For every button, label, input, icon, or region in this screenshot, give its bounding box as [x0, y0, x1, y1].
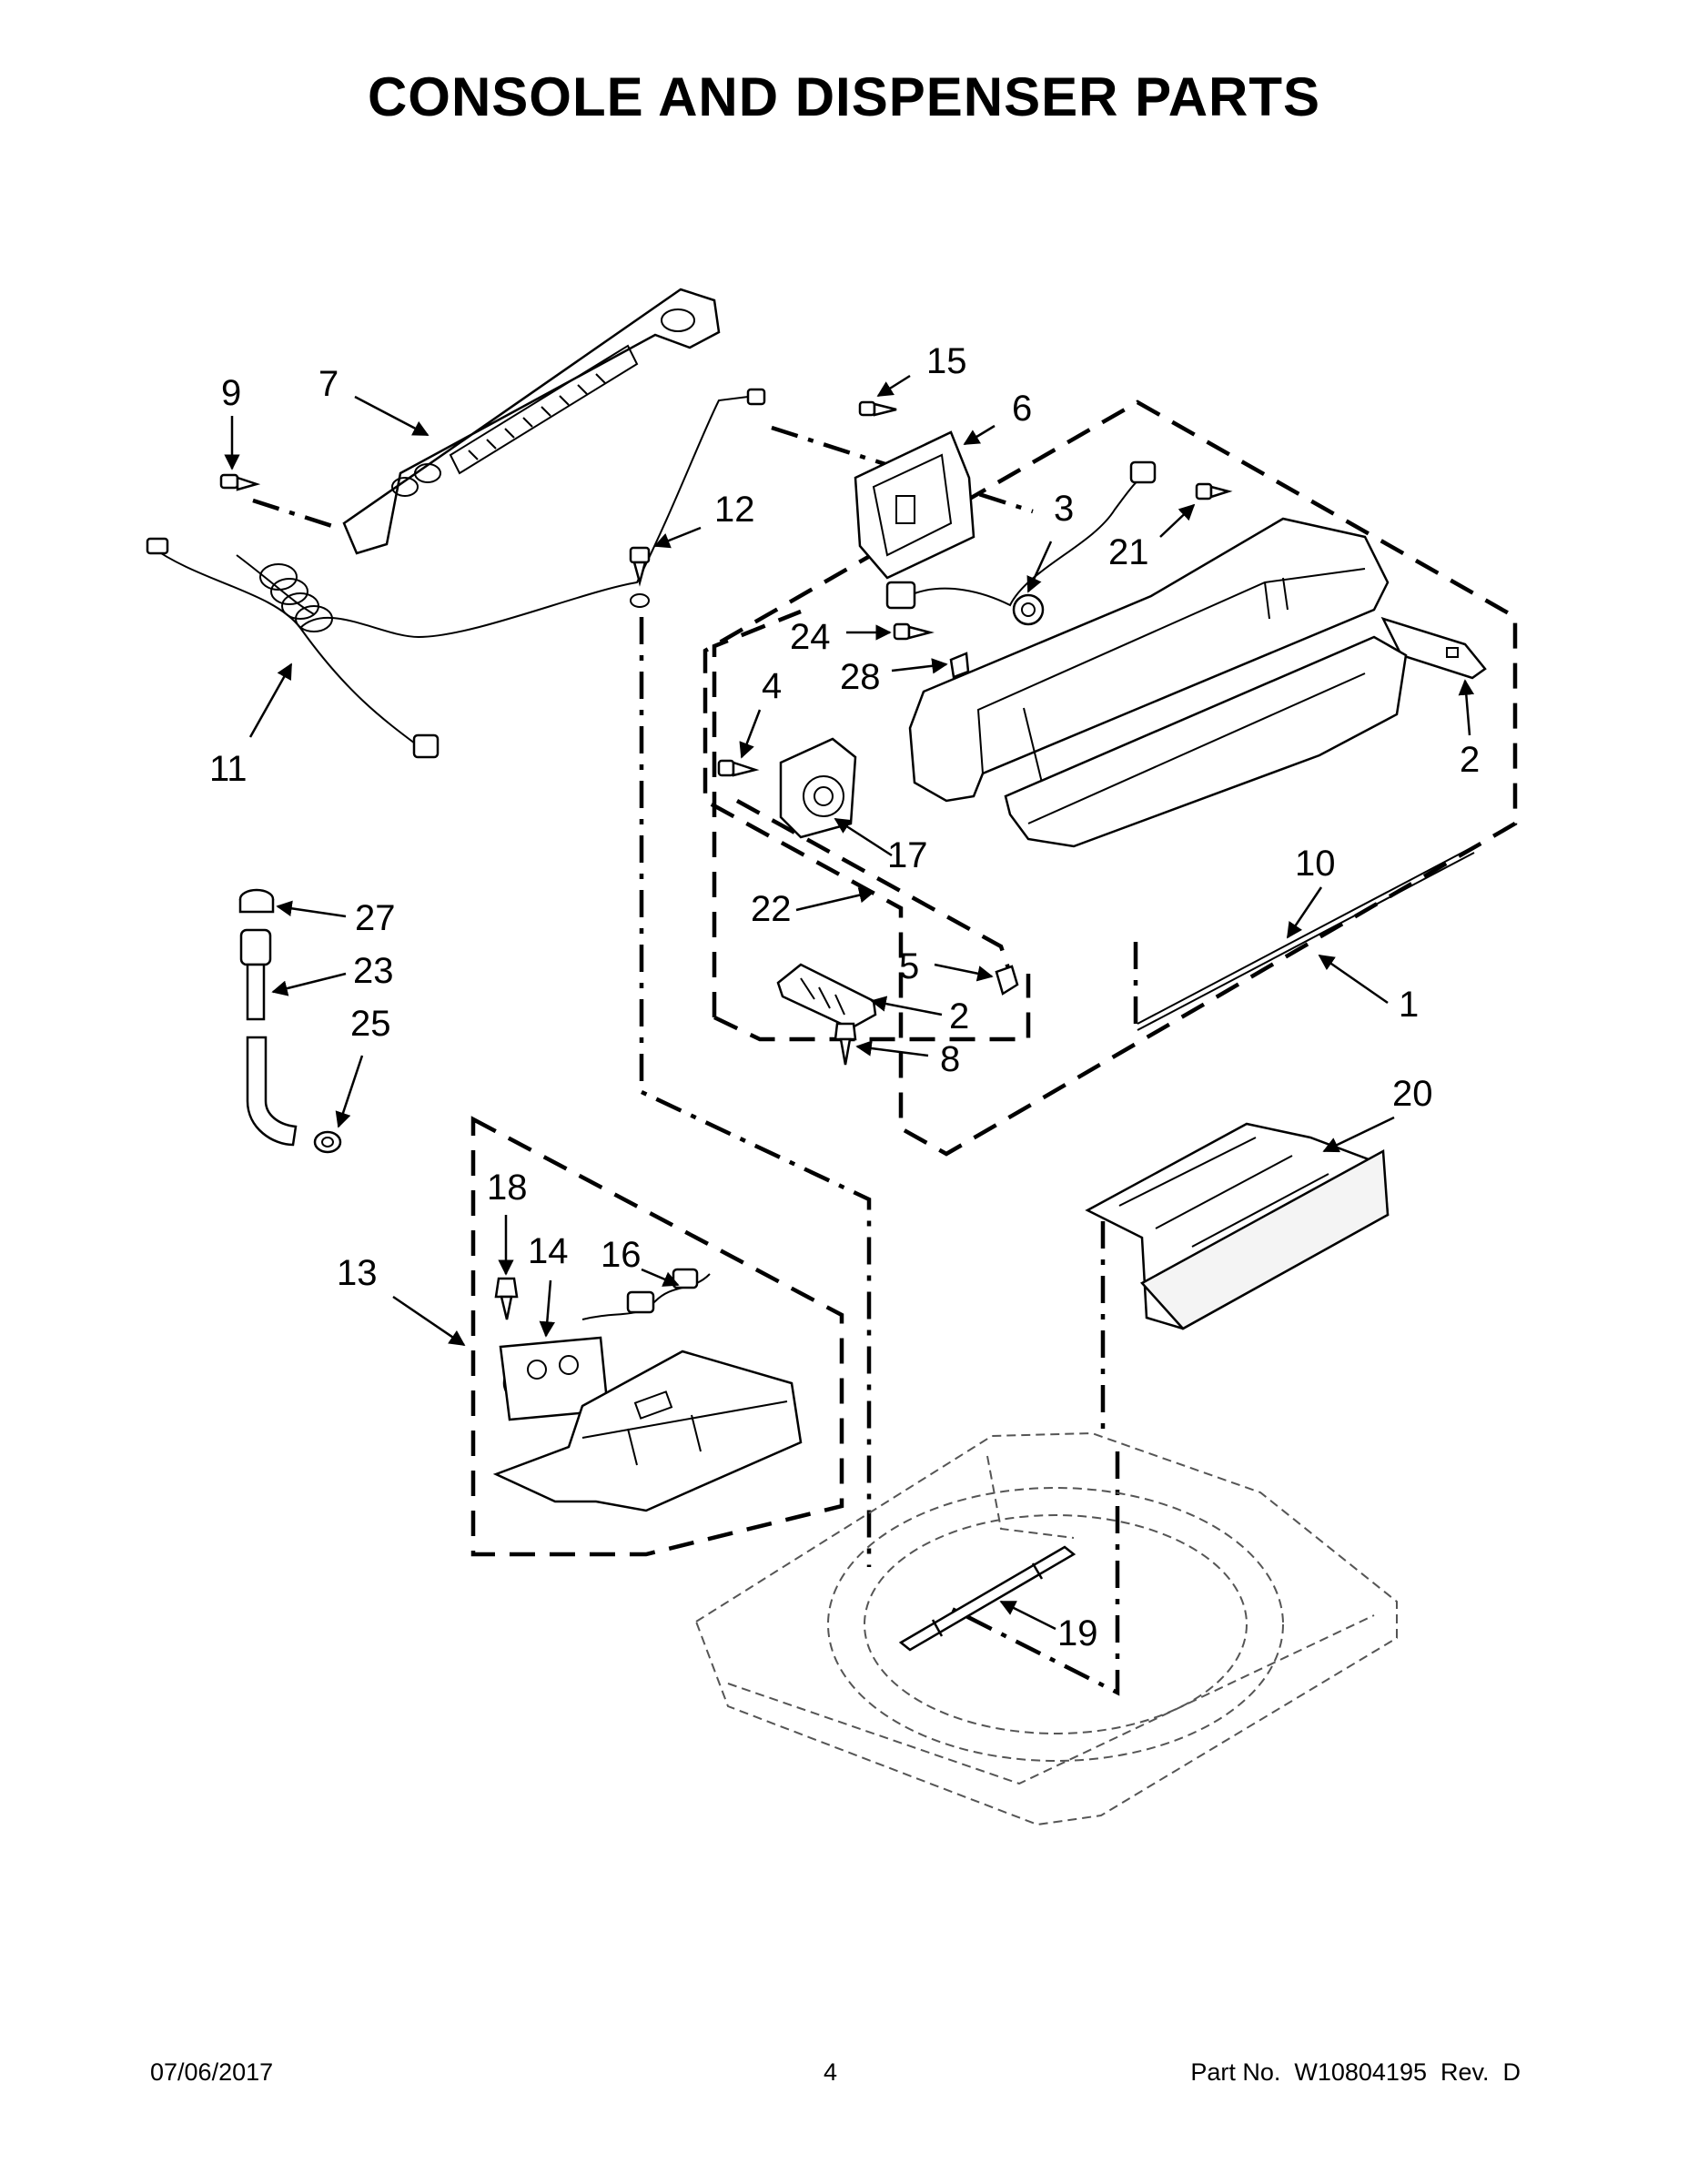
callout-6: 6	[1012, 389, 1032, 429]
callout-20: 20	[1392, 1074, 1433, 1114]
callout-14: 14	[528, 1231, 569, 1271]
callout-23: 23	[353, 951, 394, 991]
callout-27: 27	[355, 898, 396, 938]
part-21-screw	[1195, 482, 1233, 500]
callout-9: 9	[221, 373, 241, 413]
callout-leaders	[224, 374, 1475, 1631]
part-27-filter-screen	[238, 888, 275, 914]
callout-16: 16	[601, 1235, 642, 1275]
part-1-console-frame	[908, 517, 1408, 848]
part-19-bracket	[898, 1545, 1076, 1652]
callout-22: 22	[751, 889, 792, 929]
callout-12: 12	[714, 490, 755, 530]
callout-13: 13	[337, 1253, 378, 1293]
part-7-console-rear-panel	[342, 288, 721, 555]
footer-date: 07/06/2017	[150, 2058, 274, 2086]
callout-10: 10	[1295, 844, 1336, 884]
callout-numbers: 9 7 15 6 12 3 21 24 28 4 2 11 17 27 22 1…	[209, 341, 1480, 1653]
footer-page-number: 4	[824, 2058, 838, 2086]
part-14-inlet-valve	[499, 1336, 610, 1421]
callout-8: 8	[940, 1039, 960, 1079]
part-12-fastener	[629, 546, 651, 608]
part-4-screw	[717, 759, 760, 777]
part-15-screw	[858, 400, 897, 417]
part-9-screw	[219, 473, 261, 491]
part-11-wire-harness	[146, 388, 766, 759]
wire-route-9	[252, 498, 333, 529]
footer-part-number: Part No. W10804195 Rev. D	[1190, 2058, 1521, 2086]
page-title: CONSOLE AND DISPENSER PARTS	[367, 66, 1321, 127]
part-8-screw	[834, 1022, 857, 1066]
wire-route-6	[771, 425, 1034, 514]
mount-route-19	[945, 1451, 1120, 1696]
callout-4: 4	[762, 666, 782, 706]
callout-17: 17	[887, 835, 928, 875]
callout-11: 11	[209, 749, 248, 789]
part-13-valve-bracket	[492, 1350, 803, 1512]
callout-2-upper: 2	[1460, 740, 1480, 780]
callout-28: 28	[840, 657, 881, 697]
callout-18: 18	[487, 1168, 528, 1208]
part-2-end-cap-right	[1380, 616, 1487, 680]
part-28-clip	[949, 652, 970, 679]
console-group-outline	[702, 399, 1518, 1157]
part-2-bracket-lower	[776, 963, 877, 1030]
valve-group-outline	[470, 1116, 844, 1557]
part-17-control-module	[779, 737, 857, 839]
callout-7: 7	[318, 364, 339, 404]
callout-1: 1	[1399, 985, 1419, 1025]
callout-3: 3	[1054, 489, 1074, 529]
callout-19: 19	[1057, 1613, 1098, 1653]
part-16-wire-harness	[581, 1268, 711, 1320]
callout-5: 5	[899, 946, 919, 986]
control-board-group-outline	[712, 609, 1031, 1042]
dash-route-22	[735, 799, 1013, 975]
callout-25: 25	[350, 1004, 391, 1044]
wire-route-12	[639, 617, 872, 1567]
callout-21: 21	[1108, 532, 1149, 572]
part-25-washer	[313, 1130, 342, 1154]
part-24-screw	[893, 622, 935, 641]
part-18-screw	[494, 1277, 519, 1320]
part-6-ui-board	[854, 430, 975, 580]
cabinet-top-outline	[694, 1431, 1398, 1826]
part-20-dispenser-drawer	[1085, 1122, 1390, 1330]
callout-15: 15	[926, 341, 967, 381]
part-23-inlet-hose	[239, 928, 298, 1147]
part-5-clip	[995, 965, 1019, 996]
callout-24: 24	[790, 617, 831, 657]
part-10-strip	[1137, 845, 1475, 1031]
part-3-harness	[885, 460, 1157, 626]
callout-2-lower: 2	[949, 996, 969, 1036]
